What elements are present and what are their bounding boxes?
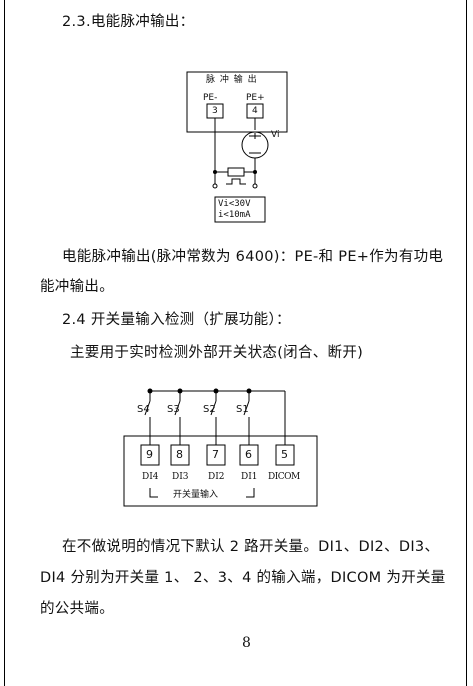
switch-s4-icon <box>144 400 151 416</box>
switch-paragraph-line-2: DI4 分别为开关量 1、 2、3、4 的输入端，DICOM 为开关量 <box>40 570 446 586</box>
pulse-waveform-icon <box>226 178 246 185</box>
spec-voltage: Vi<30V <box>218 199 251 209</box>
pin-name-di3: DI3 <box>172 472 189 482</box>
pin-name-dicom: DICOM <box>268 472 300 482</box>
pin-number-9: 9 <box>146 448 153 461</box>
pin-pe-minus-number: 3 <box>212 106 218 116</box>
switch-paragraph-line-3: 的公共端。 <box>40 601 114 617</box>
pin-5-box <box>275 444 295 466</box>
terminal-right-icon <box>252 183 258 189</box>
spec-box <box>214 196 266 223</box>
pin-6-box <box>239 444 259 466</box>
switch-label-s2: S2 <box>203 404 216 415</box>
pulse-output-box <box>186 71 288 133</box>
bracket-left <box>149 488 158 498</box>
page-border-right <box>466 0 467 686</box>
pulse-paragraph-line-2: 能冲输出。 <box>40 279 114 295</box>
pin-number-7: 7 <box>212 448 219 461</box>
pin-number-8: 8 <box>176 448 183 461</box>
pin-name-di1: DI1 <box>241 472 258 482</box>
pin-name-di4: DI4 <box>142 472 159 482</box>
pin-7-box <box>206 444 226 466</box>
switch-paragraph-line-1: 在不做说明的情况下默认 2 路开关量。DI1、DI2、DI3、 <box>62 539 440 555</box>
vi-label: Vi <box>271 130 280 140</box>
switch-s3-icon <box>174 400 181 416</box>
pin-number-6: 6 <box>245 448 252 461</box>
section-2-4-subheading: 主要用于实时检测外部开关状态(闭合、断开) <box>70 345 364 361</box>
section-2-4-heading: 2.4 开关量输入检测（扩展功能）： <box>62 312 291 328</box>
pe-plus-label: PE+ <box>246 93 265 103</box>
bracket-right <box>246 488 255 498</box>
switch-input-box <box>123 435 318 507</box>
pin-number-5: 5 <box>281 448 288 461</box>
spec-current: i<10mA <box>218 210 251 220</box>
switch-s1-icon <box>243 400 250 416</box>
pin-pe-plus-number: 4 <box>252 106 258 116</box>
switch-label-s1: S1 <box>236 404 249 415</box>
switch-group-label: 开关量输入 <box>173 490 219 500</box>
page-border-left <box>4 0 5 686</box>
pin-name-di2: DI2 <box>208 472 225 482</box>
switch-label-s3: S3 <box>167 404 180 415</box>
pin-9-box <box>140 444 160 466</box>
pe-minus-label: PE- <box>203 93 218 103</box>
pulse-paragraph-line-1: 电能脉冲输出(脉冲常数为 6400)：PE-和 PE+作为有功电 <box>62 249 444 265</box>
section-2-3-heading: 2.3.电能脉冲输出： <box>62 14 195 30</box>
pin-8-box <box>170 444 190 466</box>
switch-label-s4: S4 <box>137 404 150 415</box>
pulse-box-title: 脉 冲 输 出 <box>206 75 258 85</box>
page-number: 8 <box>242 635 251 651</box>
switch-s2-icon <box>210 400 217 416</box>
terminal-left-icon <box>212 183 218 189</box>
